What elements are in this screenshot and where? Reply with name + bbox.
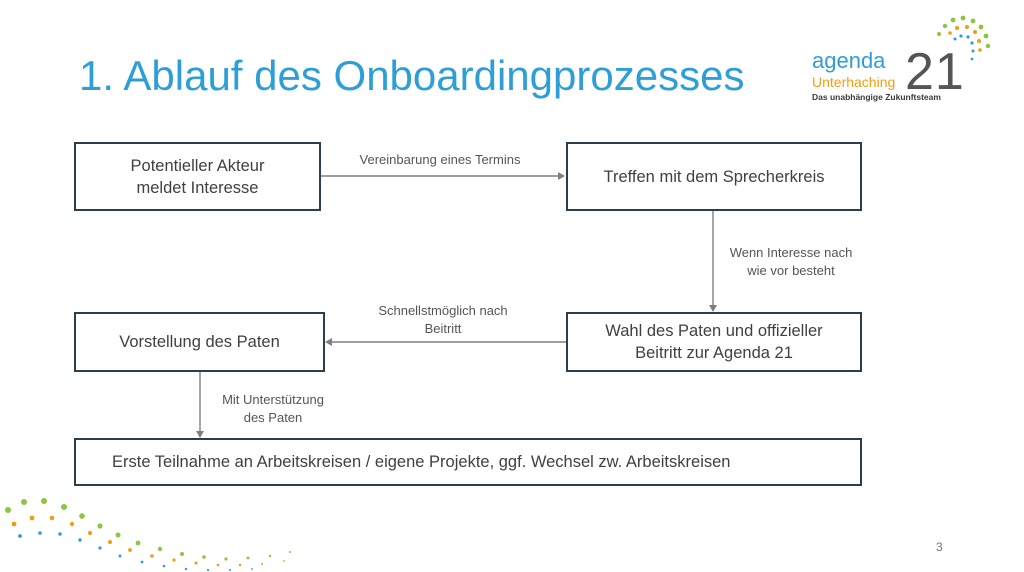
edge-label-appointment: Vereinbarung eines Termins	[359, 152, 521, 167]
node-first-participation-text: Erste Teilnahme an Arbeitskreisen / eige…	[112, 453, 731, 471]
logo-number: 21	[905, 43, 965, 101]
edge-label-interest-persists-text: Wenn Interesse nach wie vor besteht	[729, 245, 853, 278]
node-mentor-choice: Wahl des Paten und offizieller Beitritt …	[566, 312, 862, 372]
logo-word-unterhaching: Unterhaching	[812, 74, 896, 90]
node-mentor-intro: Vorstellung des Paten	[74, 312, 325, 372]
logo-word-agenda: agenda	[812, 48, 886, 73]
node-first-participation: Erste Teilnahme an Arbeitskreisen / eige…	[74, 438, 862, 486]
page-number: 3	[936, 540, 943, 554]
edge-label-with-support-text: Mit Unterstützung des Paten	[222, 392, 324, 425]
node-actor-interest-text: Potentieller Akteur meldet Interesse	[130, 156, 265, 197]
edge-label-interest-persists: Wenn Interesse nach wie vor besteht	[716, 244, 866, 280]
edge-label-asap-text: Schnellstmöglich nach Beitritt	[378, 303, 508, 336]
edge-label-asap: Schnellstmöglich nach Beitritt	[355, 302, 531, 338]
decorative-dots	[5, 498, 291, 572]
node-mentor-choice-text: Wahl des Paten und offizieller Beitritt …	[605, 322, 823, 362]
node-mentor-intro-text: Vorstellung des Paten	[119, 333, 280, 351]
logo-tagline: Das unabhängige Zukunftsteam	[812, 92, 941, 102]
node-meeting-text: Treffen mit dem Sprecherkreis	[603, 167, 825, 186]
node-meeting: Treffen mit dem Sprecherkreis	[566, 142, 862, 211]
node-actor-interest: Potentieller Akteur meldet Interesse	[74, 142, 321, 211]
edge-label-with-support: Mit Unterstützung des Paten	[208, 391, 338, 427]
agenda21-logo: agenda Unterhaching 21 Das unabhängige Z…	[808, 12, 1008, 110]
logo-dots-icon	[937, 15, 991, 61]
slide-title: 1. Ablauf des Onboardingprozesses	[79, 52, 745, 99]
